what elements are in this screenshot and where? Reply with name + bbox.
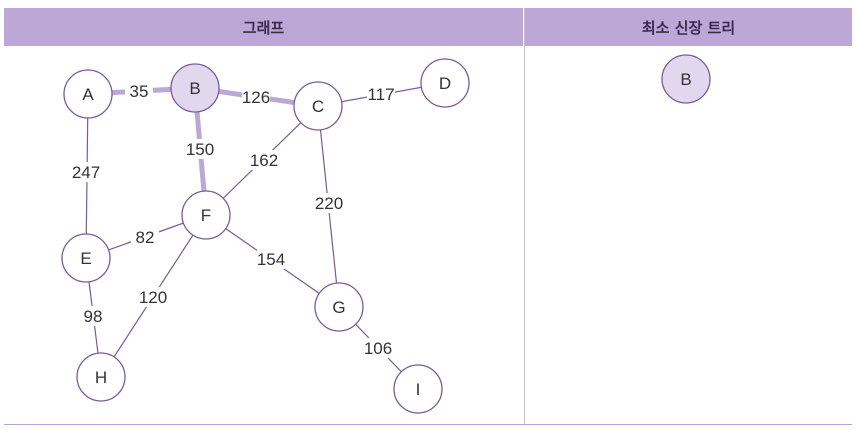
graph-node-label-c: C [312, 97, 324, 116]
edge-weight-f-g: 154 [257, 250, 285, 269]
edge-weight-g-i: 106 [364, 339, 392, 358]
graph-header: 그래프 [4, 8, 523, 46]
graph-node-label-b: B [189, 79, 200, 98]
graph-node-label-e: E [80, 249, 91, 268]
graph-node-label-d: D [439, 74, 451, 93]
mst-node-label-b: B [680, 70, 691, 89]
edge-label-bg-c-f [250, 150, 278, 170]
graph-node-d [420, 58, 470, 108]
edge-weight-c-d: 117 [367, 85, 394, 104]
graph-node-a [63, 69, 113, 119]
edge-label-bg-g-i [364, 338, 392, 358]
edge-label-bg-b-f [186, 139, 214, 159]
edge-weight-e-h: 98 [84, 307, 103, 326]
graph-node-i [393, 364, 443, 414]
edge-label-bg-c-g [315, 193, 343, 213]
graph-node-label-i: I [416, 380, 421, 399]
edge-weight-f-h: 120 [139, 288, 167, 307]
edge-label-bg-e-f [131, 227, 159, 247]
edge-label-bg-a-b [125, 81, 153, 101]
graph-node-e [61, 233, 111, 283]
column-divider [524, 8, 525, 424]
diagram-frame: 그래프 최소 신장 트리 [4, 8, 852, 425]
graph-node-f [181, 190, 231, 240]
graph-node-c [293, 81, 343, 131]
graph-node-label-g: G [332, 298, 345, 317]
graph-node-g [314, 282, 364, 332]
edge-weight-c-g: 220 [315, 194, 343, 213]
edge-label-bg-f-h [139, 287, 167, 307]
graph-node-b [170, 63, 220, 113]
edge-weight-b-c: 126 [242, 88, 270, 107]
edge-weight-a-e: 247 [72, 163, 100, 182]
edge-weight-a-b: 35 [130, 82, 149, 101]
edge-label-bg-a-e [72, 162, 100, 182]
mst-node-b [661, 54, 711, 104]
graph-node-label-a: A [82, 85, 94, 104]
edge-label-bg-f-g [257, 249, 285, 269]
graph-node-label-h: H [95, 368, 107, 387]
edge-label-bg-c-d [367, 84, 395, 104]
graph-node-label-f: F [201, 206, 211, 225]
nodes-layer: A B C D E F G H I B [61, 54, 711, 414]
mst-header: 최소 신장 트리 [525, 8, 852, 46]
edge-label-bg-b-c [242, 87, 270, 107]
graph-node-h [76, 352, 126, 402]
edge-weight-c-f: 162 [250, 151, 278, 170]
edge-labels-layer: 35 126 117 247 150 162 220 82 154 120 98 106 [72, 81, 395, 358]
edge-weight-b-f: 150 [186, 140, 214, 159]
edge-weight-e-f: 82 [136, 228, 155, 247]
edge-label-bg-e-h [79, 306, 107, 326]
